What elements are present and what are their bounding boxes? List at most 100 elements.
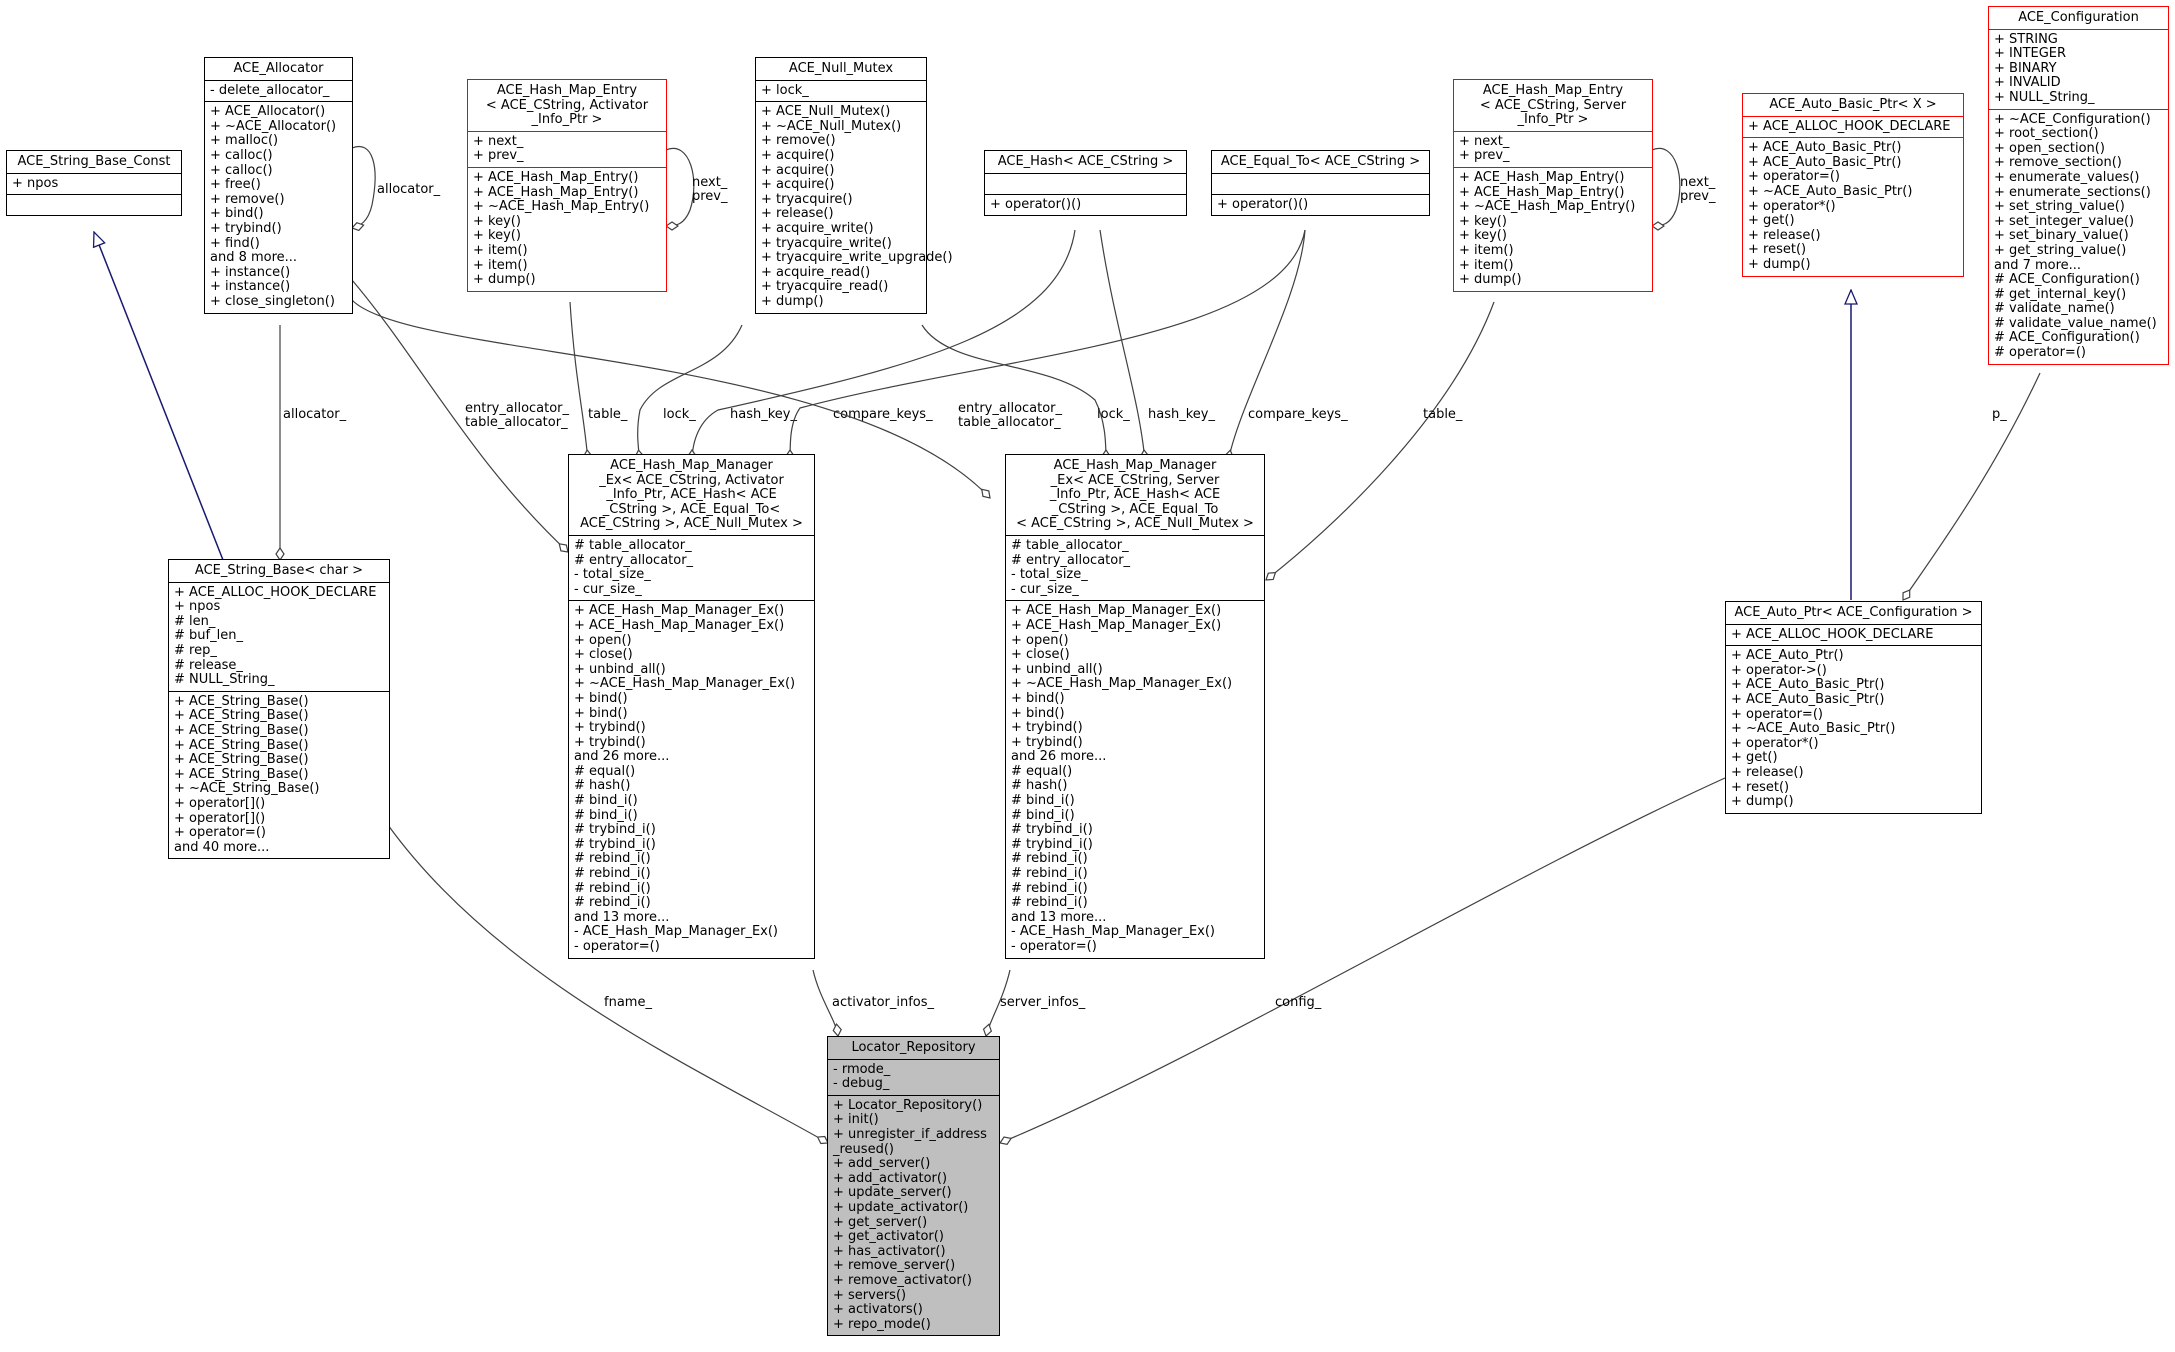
class-hash-map-entry-activator: ACE_Hash_Map_Entry < ACE_CString, Activa… <box>467 79 667 292</box>
class-title: ACE_Allocator <box>233 61 324 76</box>
operation: + malloc() <box>210 133 279 149</box>
operation: + operator[]() <box>174 810 266 826</box>
attribute: - total_size_ <box>574 567 651 583</box>
attribute: + prev_ <box>473 148 524 164</box>
class-operations: + operator()() <box>1212 193 1429 216</box>
operation: + operator=() <box>174 825 266 841</box>
operation: + trybind() <box>1011 720 1083 736</box>
operation: + release() <box>1748 227 1821 243</box>
class-ace-string-base-const: ACE_String_Base_Const+ npos <box>6 150 182 217</box>
operation: + trybind() <box>1011 734 1083 750</box>
edge-label-hash-key-server: hash_key_ <box>1148 407 1215 422</box>
operation: # bind_i() <box>574 793 638 809</box>
operation: # rebind_i() <box>574 851 651 867</box>
operation: + item() <box>1459 257 1514 273</box>
class-ace-hash: ACE_Hash< ACE_CString >+ operator()() <box>984 150 1187 217</box>
edge-label-alloc-hmm-server: entry_allocator_table_allocator_ <box>958 401 1063 430</box>
edge-allocator-to-hmm-server <box>351 299 990 498</box>
operation: + key() <box>473 228 521 244</box>
operation: + enumerate_values() <box>1994 169 2140 185</box>
attribute: # table_allocator_ <box>1011 537 1129 553</box>
class-title: ACE_String_Base_Const <box>17 154 171 169</box>
operation: + item() <box>473 242 528 258</box>
operation: + unbind_all() <box>574 661 666 677</box>
operation: # bind_i() <box>1011 807 1075 823</box>
operation: + key() <box>1459 228 1507 244</box>
operation: + acquire_read() <box>761 264 871 280</box>
attribute: + lock_ <box>761 82 809 98</box>
class-title: ACE_Null_Mutex <box>788 61 894 76</box>
operation: # get_internal_key() <box>1994 286 2127 302</box>
attribute: + next_ <box>1459 133 1510 149</box>
class-ace-configuration: ACE_Configuration+ STRING+ INTEGER+ BINA… <box>1988 6 2169 365</box>
operation: + ~ACE_Auto_Basic_Ptr() <box>1748 183 1913 199</box>
operation: and 7 more... <box>1994 257 2082 273</box>
edge-label-allocator-self: allocator_ <box>377 182 441 197</box>
operation: + operator=() <box>1731 706 1823 722</box>
operation: + ~ACE_Hash_Map_Entry() <box>1459 199 1636 215</box>
operation: + remove_activator() <box>833 1272 972 1288</box>
edge-hash-key-server <box>1099 229 1145 462</box>
operation: + ACE_Hash_Map_Entry() <box>473 169 639 185</box>
operation: + calloc() <box>210 162 273 178</box>
operation: + reset() <box>1731 779 1790 795</box>
operation: + ACE_Null_Mutex() <box>761 104 891 120</box>
operation: - operator=() <box>574 939 660 954</box>
class-ace-string-base: ACE_String_Base< char >+ ACE_ALLOC_HOOK_… <box>168 559 390 860</box>
operation: - ACE_Hash_Map_Manager_Ex() <box>574 924 779 940</box>
operation: + ~ACE_Auto_Basic_Ptr() <box>1731 721 1896 737</box>
class-title: ACE_Hash_Map_Manager _Ex< ACE_CString, A… <box>580 458 803 532</box>
operation: + ~ACE_Configuration() <box>1994 111 2151 127</box>
class-operations <box>7 194 181 215</box>
operation: + add_activator() <box>833 1170 948 1186</box>
operation: + set_string_value() <box>1994 199 2125 215</box>
attribute: # release_ <box>174 657 243 673</box>
operation: # rebind_i() <box>1011 895 1088 911</box>
operation: and 13 more... <box>1011 909 1107 925</box>
operation: + free() <box>210 177 261 193</box>
operation: # equal() <box>1011 763 1073 779</box>
operation: + bind() <box>574 690 628 706</box>
class-ace-auto-ptr: ACE_Auto_Ptr< ACE_Configuration >+ ACE_A… <box>1725 601 1982 814</box>
edge-activator-infos <box>812 969 838 1036</box>
edge-lock-activator <box>638 324 743 462</box>
operation: + remove() <box>761 133 836 149</box>
edge-label-lock-activator: lock_ <box>663 407 696 422</box>
operation: + has_activator() <box>833 1243 946 1259</box>
class-title: ACE_Configuration <box>2018 10 2139 25</box>
attribute: - rmode_ <box>833 1061 891 1077</box>
operation: + operator*() <box>1748 198 1836 214</box>
edge-lock-server <box>921 324 1106 462</box>
operation: + unbind_all() <box>1011 661 1103 677</box>
class-title: ACE_Hash_Map_Entry < ACE_CString, Activa… <box>485 83 649 128</box>
operation: + tryacquire_write() <box>761 235 892 251</box>
operation: + operator*() <box>1731 735 1819 751</box>
operation: + open() <box>574 632 632 648</box>
operation: - operator=() <box>1011 939 1097 954</box>
operation: + ~ACE_Hash_Map_Manager_Ex() <box>574 676 796 692</box>
operation: + set_binary_value() <box>1994 228 2129 244</box>
class-ace-equal-to: ACE_Equal_To< ACE_CString >+ operator()(… <box>1211 150 1430 217</box>
operation: and 40 more... <box>174 839 270 855</box>
operation: # bind_i() <box>574 807 638 823</box>
operation: # rebind_i() <box>574 895 651 911</box>
edge-label-config: config_ <box>1275 995 1322 1010</box>
operation: # trybind_i() <box>1011 836 1093 852</box>
edge-hash-key-activator <box>692 229 1076 462</box>
operation: + find() <box>210 235 260 251</box>
attribute: - cur_size_ <box>574 581 642 597</box>
operation: + trybind() <box>210 220 282 236</box>
operation: + activators() <box>833 1302 923 1318</box>
attribute: + INTEGER <box>1994 46 2067 62</box>
edge-label-fname: fname_ <box>604 995 652 1010</box>
operation: # rebind_i() <box>574 880 651 896</box>
class-title: ACE_Hash_Map_Manager _Ex< ACE_CString, S… <box>1016 458 1254 532</box>
class-attributes: + next_+ prev_ <box>468 130 666 167</box>
class-attributes: + next_+ prev_ <box>1454 130 1652 167</box>
edge-label-p: p_ <box>1992 407 2007 422</box>
class-attributes <box>1212 172 1429 194</box>
operation: + ACE_Hash_Map_Manager_Ex() <box>574 617 785 633</box>
edge-table-activator <box>569 301 588 462</box>
operation: + release() <box>761 206 834 222</box>
operation: + key() <box>1459 213 1507 229</box>
